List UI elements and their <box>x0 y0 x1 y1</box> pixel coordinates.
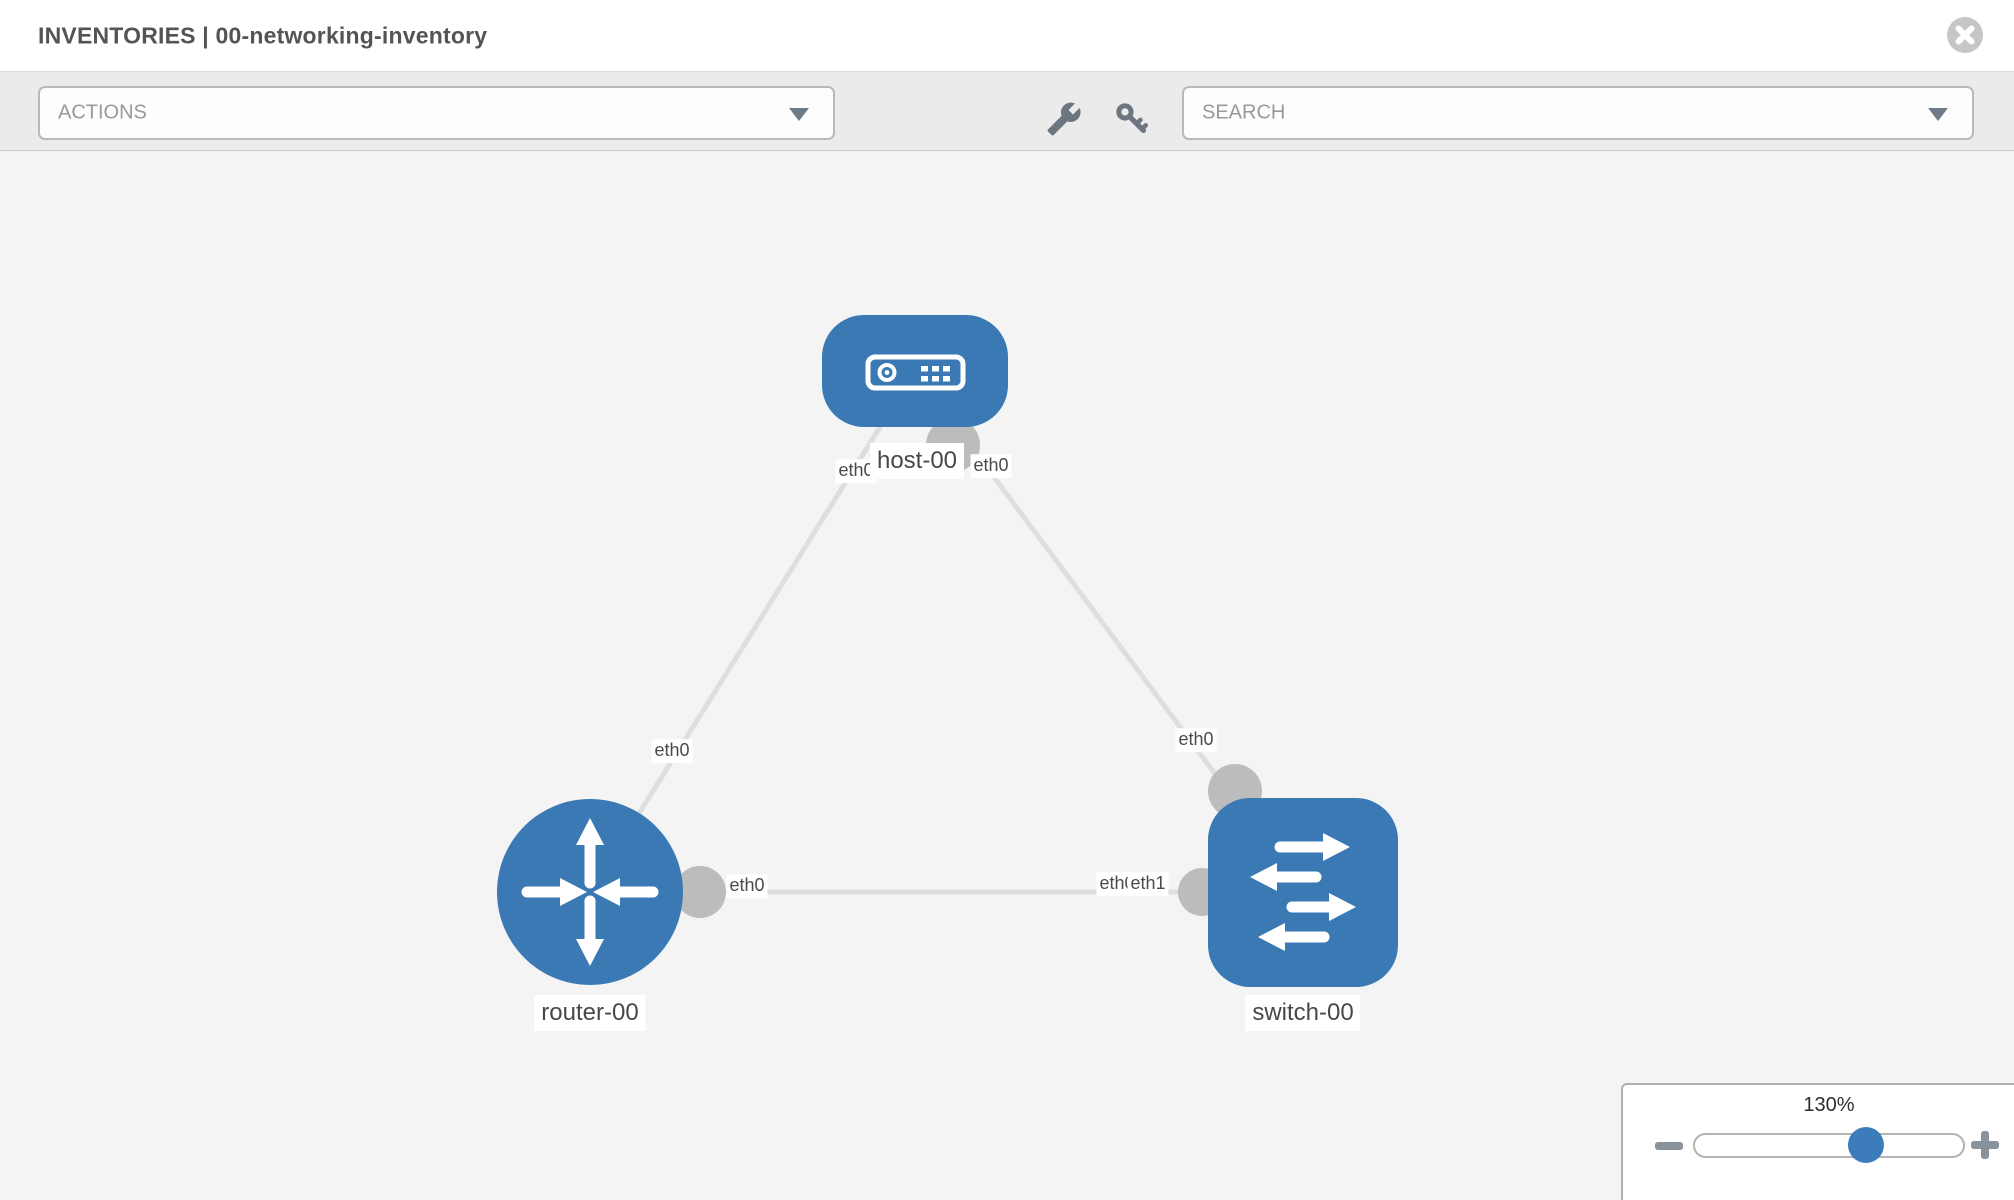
search-placeholder: SEARCH <box>1202 101 1286 124</box>
node-label-switch[interactable]: switch-00 <box>1245 995 1361 1031</box>
toolbar: ACTIONS SEARCH <box>0 72 2014 151</box>
interface-label-eth0: eth0 <box>970 454 1012 478</box>
chevron-down-icon <box>1928 108 1948 121</box>
port-router-eth0 <box>674 866 726 918</box>
close-icon <box>1947 17 1983 53</box>
actions-dropdown[interactable]: ACTIONS <box>38 86 835 140</box>
node-label-host[interactable]: host-00 <box>869 443 965 479</box>
page-title: INVENTORIES | 00-networking-inventory <box>38 22 488 48</box>
switch-icon <box>1250 833 1356 951</box>
plus-icon <box>1971 1131 1999 1159</box>
zoom-out-button[interactable] <box>1654 1137 1684 1160</box>
router-icon <box>521 818 659 966</box>
chevron-down-icon <box>789 108 809 121</box>
close-button[interactable] <box>1946 16 1984 54</box>
node-label-router[interactable]: router-00 <box>534 995 646 1031</box>
interface-label-eth1: eth1 <box>1127 872 1169 896</box>
search-dropdown[interactable]: SEARCH <box>1182 86 1974 140</box>
actions-dropdown-label: ACTIONS <box>58 101 147 124</box>
topology-canvas[interactable]: host-00 router-00 switch-00 eth0 eth0 et… <box>0 150 2014 1200</box>
minus-icon <box>1655 1142 1683 1150</box>
topology-graph <box>497 315 1398 987</box>
configure-button[interactable] <box>1046 101 1082 137</box>
host-icon <box>865 354 966 391</box>
zoom-control-panel: 130% <box>1621 1083 2014 1200</box>
interface-ports <box>674 418 1262 918</box>
node-switch[interactable] <box>1208 798 1398 987</box>
interface-label-eth0: eth0 <box>835 459 877 483</box>
interface-label-eth0: eth0 <box>1096 872 1138 896</box>
link-host-router[interactable] <box>587 369 918 894</box>
interface-label-eth0: eth0 <box>651 739 693 763</box>
header: INVENTORIES | 00-networking-inventory <box>0 0 2014 72</box>
zoom-level-value: 130% <box>1803 1094 1855 1116</box>
interface-label-eth0: eth0 <box>726 874 768 898</box>
zoom-slider[interactable] <box>1693 1133 1965 1158</box>
credentials-button[interactable] <box>1114 101 1150 137</box>
wrench-icon <box>1047 102 1081 136</box>
node-router[interactable] <box>497 799 683 985</box>
zoom-in-button[interactable] <box>1969 1129 2001 1166</box>
zoom-slider-thumb[interactable] <box>1848 1127 1884 1163</box>
node-host[interactable] <box>822 315 1008 427</box>
interface-label-eth0: eth0 <box>1175 728 1217 752</box>
key-icon <box>1116 103 1149 134</box>
